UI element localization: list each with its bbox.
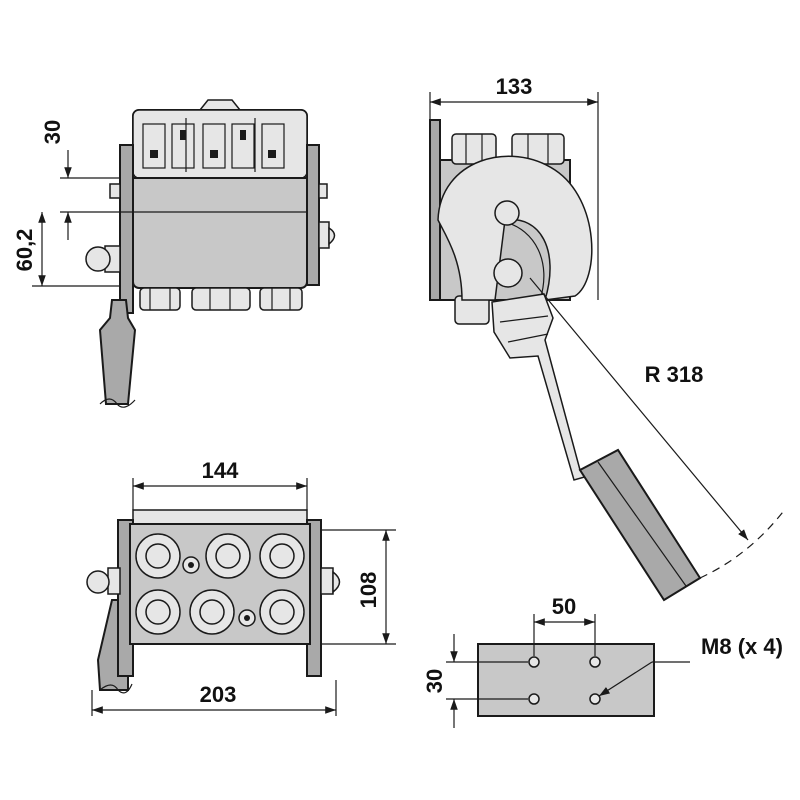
bottom-view bbox=[86, 509, 341, 694]
connector-pins bbox=[142, 118, 285, 172]
dim-plate-height: 30 bbox=[422, 669, 447, 693]
side-dimensions: 133 R 318 bbox=[429, 74, 787, 579]
dim-side-width: 133 bbox=[496, 74, 533, 99]
mounting-plate bbox=[477, 643, 655, 717]
dim-front-side: 60,2 bbox=[12, 229, 37, 272]
plate-dimensions: 50 30 M8 (x 4) bbox=[422, 594, 783, 728]
dim-thread: M8 (x 4) bbox=[701, 634, 783, 659]
dim-bottom-width: 144 bbox=[202, 458, 239, 483]
dim-bottom-height: 108 bbox=[356, 572, 381, 609]
side-view bbox=[429, 119, 702, 602]
ports bbox=[135, 533, 305, 635]
dim-plate-spacing: 50 bbox=[552, 594, 576, 619]
dim-radius: R 318 bbox=[645, 362, 704, 387]
front-dimensions: 30 60,2 bbox=[12, 120, 133, 287]
dim-bottom-total: 203 bbox=[200, 682, 237, 707]
bottom-dimensions: 144 108 203 bbox=[91, 458, 396, 716]
dim-front-top: 30 bbox=[40, 120, 65, 144]
front-view bbox=[85, 99, 336, 408]
